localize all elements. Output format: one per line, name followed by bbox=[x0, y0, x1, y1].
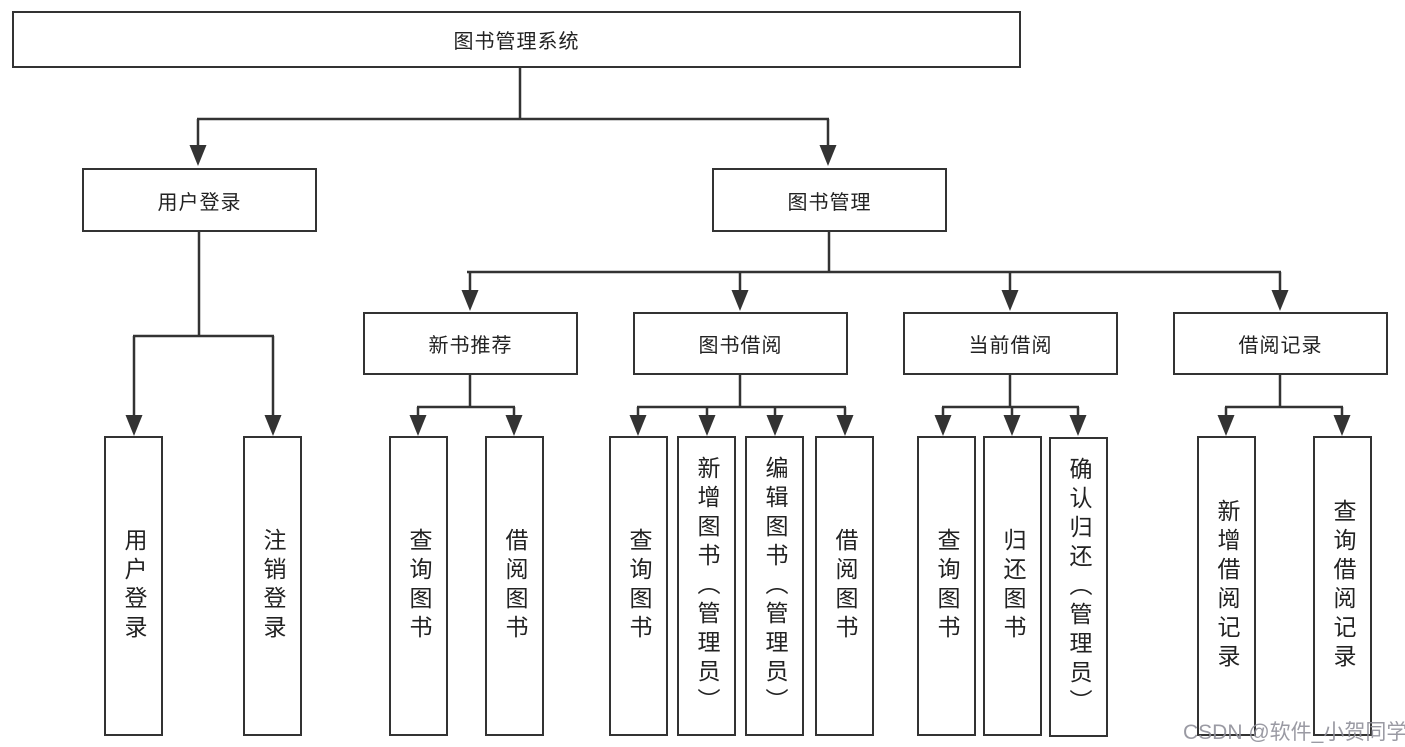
node-book-borrowing: 图书借阅 bbox=[633, 312, 848, 375]
node-library-system: 图书管理系统 bbox=[12, 11, 1021, 68]
node-borrowing-records: 借阅记录 bbox=[1173, 312, 1388, 375]
leaf-query-borrow-record: 查询借阅记录 bbox=[1313, 436, 1372, 736]
node-current-borrowing: 当前借阅 bbox=[903, 312, 1118, 375]
leaf-return-book: 归还图书 bbox=[983, 436, 1042, 736]
leaf-query-books-current: 查询图书 bbox=[917, 436, 976, 736]
leaf-borrow-books-recommend: 借阅图书 bbox=[485, 436, 544, 736]
leaf-borrow-books: 借阅图书 bbox=[815, 436, 874, 736]
leaf-add-borrow-record: 新增借阅记录 bbox=[1197, 436, 1256, 736]
leaf-query-books-recommend: 查询图书 bbox=[389, 436, 448, 736]
csdn-watermark: CSDN @软件_小贺同学 bbox=[1183, 721, 1405, 744]
node-book-management: 图书管理 bbox=[712, 168, 947, 232]
leaf-query-books-borrow: 查询图书 bbox=[609, 436, 668, 736]
leaf-user-login: 用户登录 bbox=[104, 436, 163, 736]
leaf-edit-book-admin: 编辑图书（管理员） bbox=[745, 436, 804, 736]
leaf-confirm-return-admin: 确认归还（管理员） bbox=[1049, 437, 1108, 737]
node-new-book-recommend: 新书推荐 bbox=[363, 312, 578, 375]
leaf-add-book-admin: 新增图书（管理员） bbox=[677, 436, 736, 736]
node-user-login: 用户登录 bbox=[82, 168, 317, 232]
leaf-logout: 注销登录 bbox=[243, 436, 302, 736]
